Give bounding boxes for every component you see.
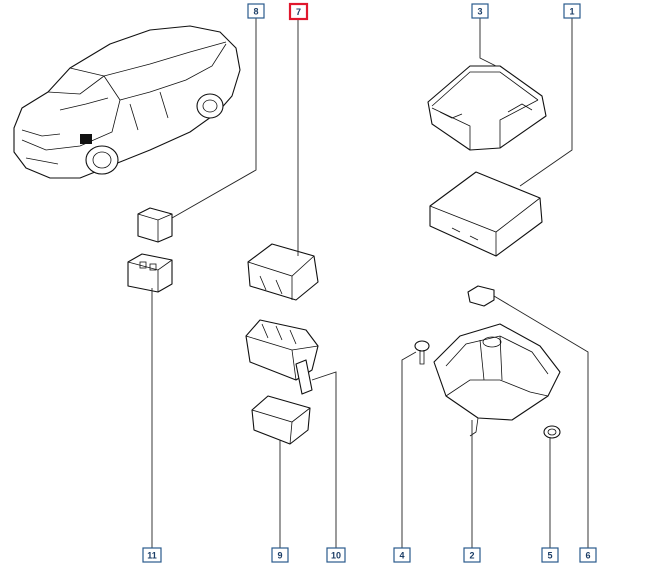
callout-8[interactable]: 8 [247,3,265,19]
callout-3[interactable]: 3 [471,3,489,19]
svg-text:10: 10 [331,551,341,561]
part-4-bolt [414,340,430,365]
callout-9[interactable]: 9 [271,547,289,563]
svg-text:5: 5 [547,551,552,561]
part-1-module [429,171,543,257]
svg-text:8: 8 [253,7,258,17]
svg-text:3: 3 [477,7,482,17]
callout-10[interactable]: 10 [326,547,346,563]
part-7-fuse-body [245,319,319,395]
part-11-relay-base [127,253,173,293]
callout-11[interactable]: 11 [142,547,162,563]
part-3-cover [427,65,547,151]
part-7-fuse-cover [247,243,319,301]
svg-text:7: 7 [296,7,301,17]
part-8-relay [137,207,173,243]
callout-6[interactable]: 6 [579,547,597,563]
callout-7[interactable]: 7 [288,2,309,21]
svg-text:9: 9 [277,551,282,561]
svg-text:2: 2 [469,551,474,561]
part-9-tray [251,395,311,445]
vehicle-illustration [13,25,241,179]
part-6-clip [467,285,495,307]
svg-text:4: 4 [399,551,404,561]
leader-lines [151,18,589,550]
callout-2[interactable]: 2 [463,547,481,563]
svg-text:11: 11 [147,551,157,561]
svg-text:1: 1 [569,7,574,17]
part-2-bracket [433,323,561,437]
svg-text:6: 6 [585,551,590,561]
callout-1[interactable]: 1 [563,3,581,19]
part-5-grommet [543,425,561,439]
callout-4[interactable]: 4 [393,547,411,563]
callout-5[interactable]: 5 [541,547,559,563]
